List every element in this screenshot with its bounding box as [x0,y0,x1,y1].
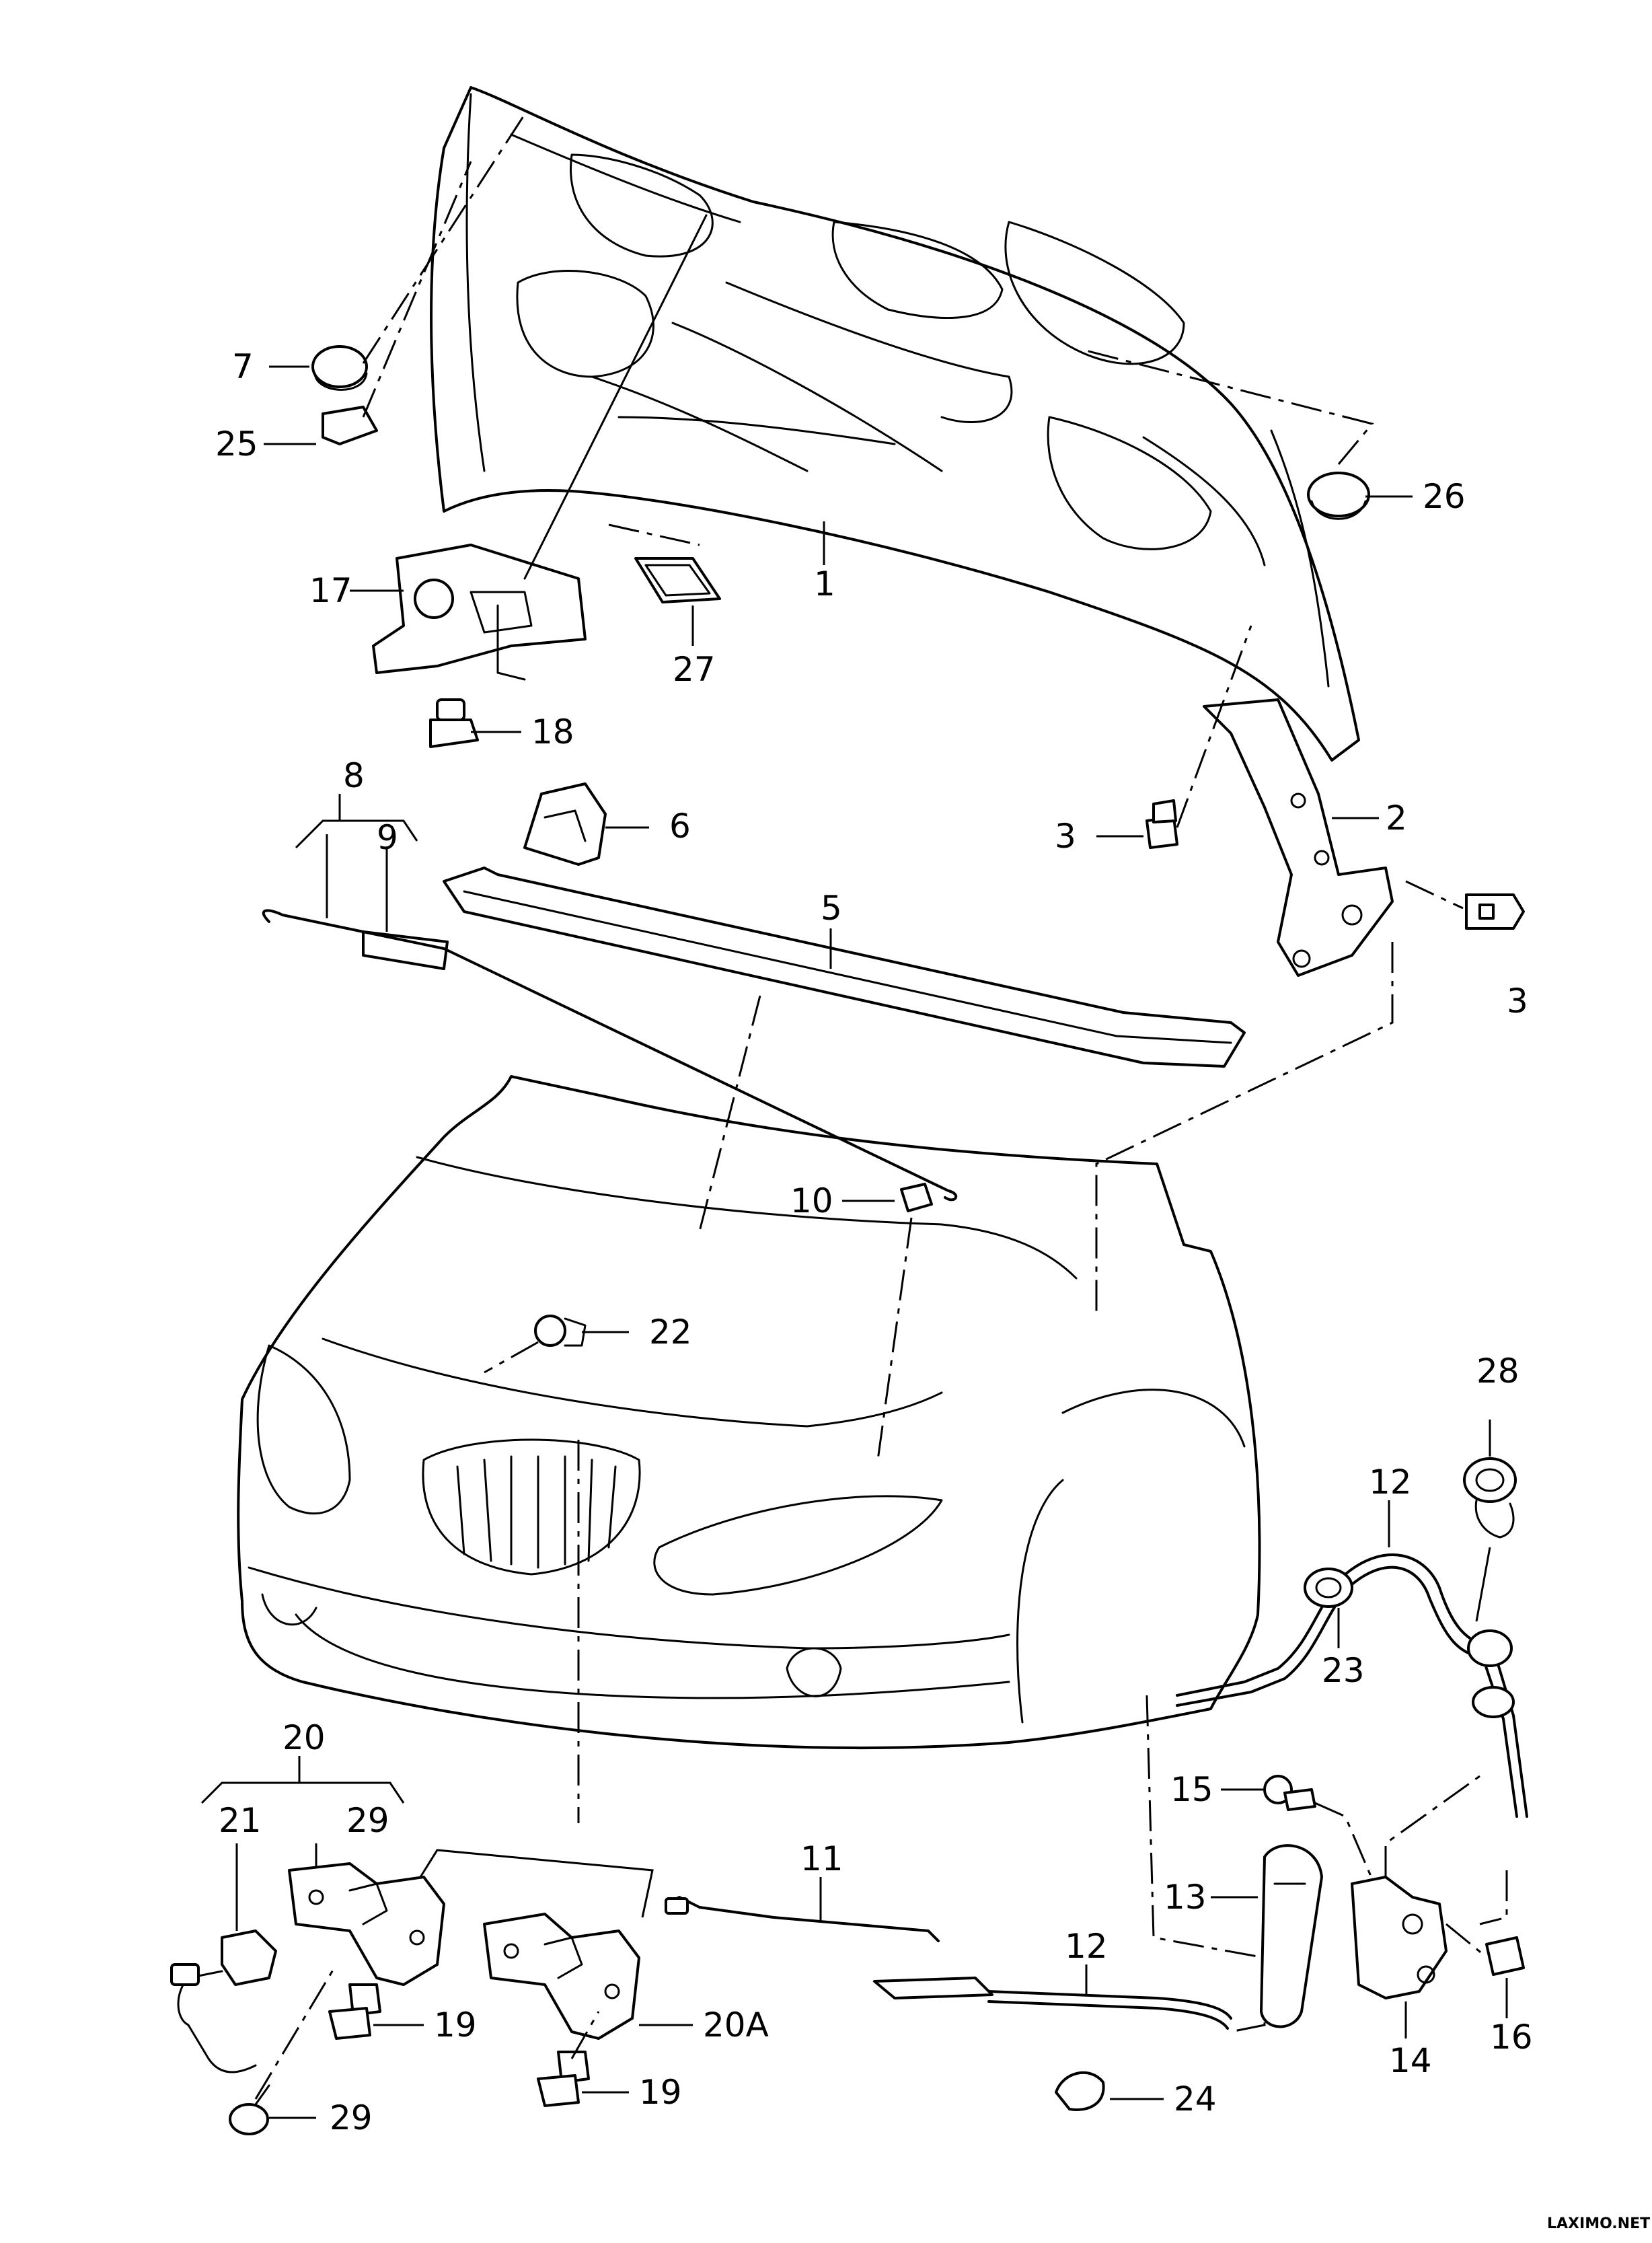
callout-15: 15 [1170,1770,1213,1809]
plug-29[interactable] [229,2084,270,2135]
callout-14: 14 [1389,2041,1432,2080]
dash-25 [362,161,472,418]
callout-22: 22 [649,1313,692,1352]
callout-29-top: 29 [346,1801,389,1840]
bracket-8-right [363,819,418,842]
callout-20A: 20A [703,2006,769,2045]
callout-17: 17 [309,571,352,610]
callout-7: 7 [232,347,254,386]
callout-27: 27 [673,650,716,689]
cable-12-lower[interactable] [873,1977,1232,2030]
clip-24[interactable] [1055,2071,1105,2111]
bracket-6[interactable] [523,782,607,866]
grommet-22[interactable] [534,1315,587,1347]
callout-3-left: 3 [1055,817,1076,856]
callout-19-right: 19 [639,2073,682,2112]
hood-panel[interactable] [430,86,1360,762]
grommet-23[interactable] [1304,1568,1353,1608]
prop-rod-9[interactable] [262,909,958,1202]
bolt-15[interactable] [1263,1775,1316,1811]
bracket-8-left [295,819,363,849]
bolt-3-right[interactable] [1465,893,1525,930]
dash-19b [570,2011,600,2059]
seal-strip-5[interactable] [443,867,1246,1068]
dash-15 [1314,1802,1387,1911]
bracket-20-left [200,1781,299,1804]
leader-28-link [1475,1547,1491,1622]
callout-3-right: 3 [1507,982,1528,1021]
bracket-lock-pair [419,1849,654,1918]
bracket-20-right [299,1781,405,1804]
dash-29 [254,1964,338,2100]
callout-16: 16 [1490,2018,1533,2057]
cable-11[interactable] [665,1896,940,1942]
bolt-19-right[interactable] [537,2051,590,2107]
callout-21: 21 [219,1801,262,1840]
handle-bracket-14[interactable] [1351,1876,1448,1999]
callout-19-left: 19 [434,2006,477,2045]
callout-29-bottom: 29 [330,2098,373,2137]
buffer-stop-26[interactable] [1307,472,1370,520]
dash-3b [1405,880,1464,910]
clip-16[interactable] [1485,1936,1525,1976]
hood-catch-link [523,214,708,580]
callout-24: 24 [1174,2080,1217,2119]
watermark: LAXIMO.NET [1547,2215,1650,2232]
dash-3a [1176,625,1252,828]
dash-14 [1384,1775,1480,1877]
buffer-stop-7[interactable] [311,345,368,391]
clip-10[interactable] [900,1183,933,1212]
dash-cable-return [1146,1695,1266,2033]
callout-13: 13 [1164,1878,1207,1917]
release-handle-13[interactable] [1260,1844,1323,2028]
dash-22 [484,1341,539,1374]
callout-6: 6 [669,807,691,846]
dash-16 [1446,1923,1484,1956]
lock-20[interactable] [288,1862,445,1986]
callout-12-lower: 12 [1065,1927,1108,1966]
callout-25: 25 [215,425,258,464]
dash-5 [698,995,761,1232]
bolt-18[interactable] [429,698,479,748]
callout-11: 11 [800,1839,843,1878]
callout-2: 2 [1386,799,1407,838]
callout-9: 9 [377,818,398,857]
hinge-2[interactable] [1203,698,1394,977]
bolt-3-left[interactable] [1146,799,1178,849]
switch-21[interactable] [170,1929,277,2073]
lock-20A[interactable] [483,1913,640,2040]
dash-hinge-body [1095,942,1394,1319]
callout-23: 23 [1322,1651,1365,1690]
dash-26 [1082,348,1374,465]
dash-7 [362,114,526,364]
callout-28: 28 [1476,1352,1519,1391]
car-front-body [237,1075,1261,1749]
callout-12-upper: 12 [1369,1463,1412,1502]
callout-18: 18 [531,712,574,751]
dash-16b [1479,1870,1508,1925]
grommet-28[interactable] [1463,1457,1517,1718]
cable-12-upper[interactable] [1176,1553,1528,1818]
callout-8: 8 [343,756,365,795]
hood-catch-17[interactable] [372,544,587,681]
callout-26: 26 [1423,477,1466,516]
dash-27 [608,523,700,546]
callout-5: 5 [821,889,842,928]
callout-10: 10 [790,1181,833,1220]
seal-27[interactable] [634,557,721,603]
dash-10 [876,1217,913,1461]
buffer-stop-25[interactable] [322,406,378,445]
bolt-19-left[interactable] [328,1983,381,2040]
callout-1: 1 [814,564,835,603]
callout-20: 20 [283,1718,326,1757]
